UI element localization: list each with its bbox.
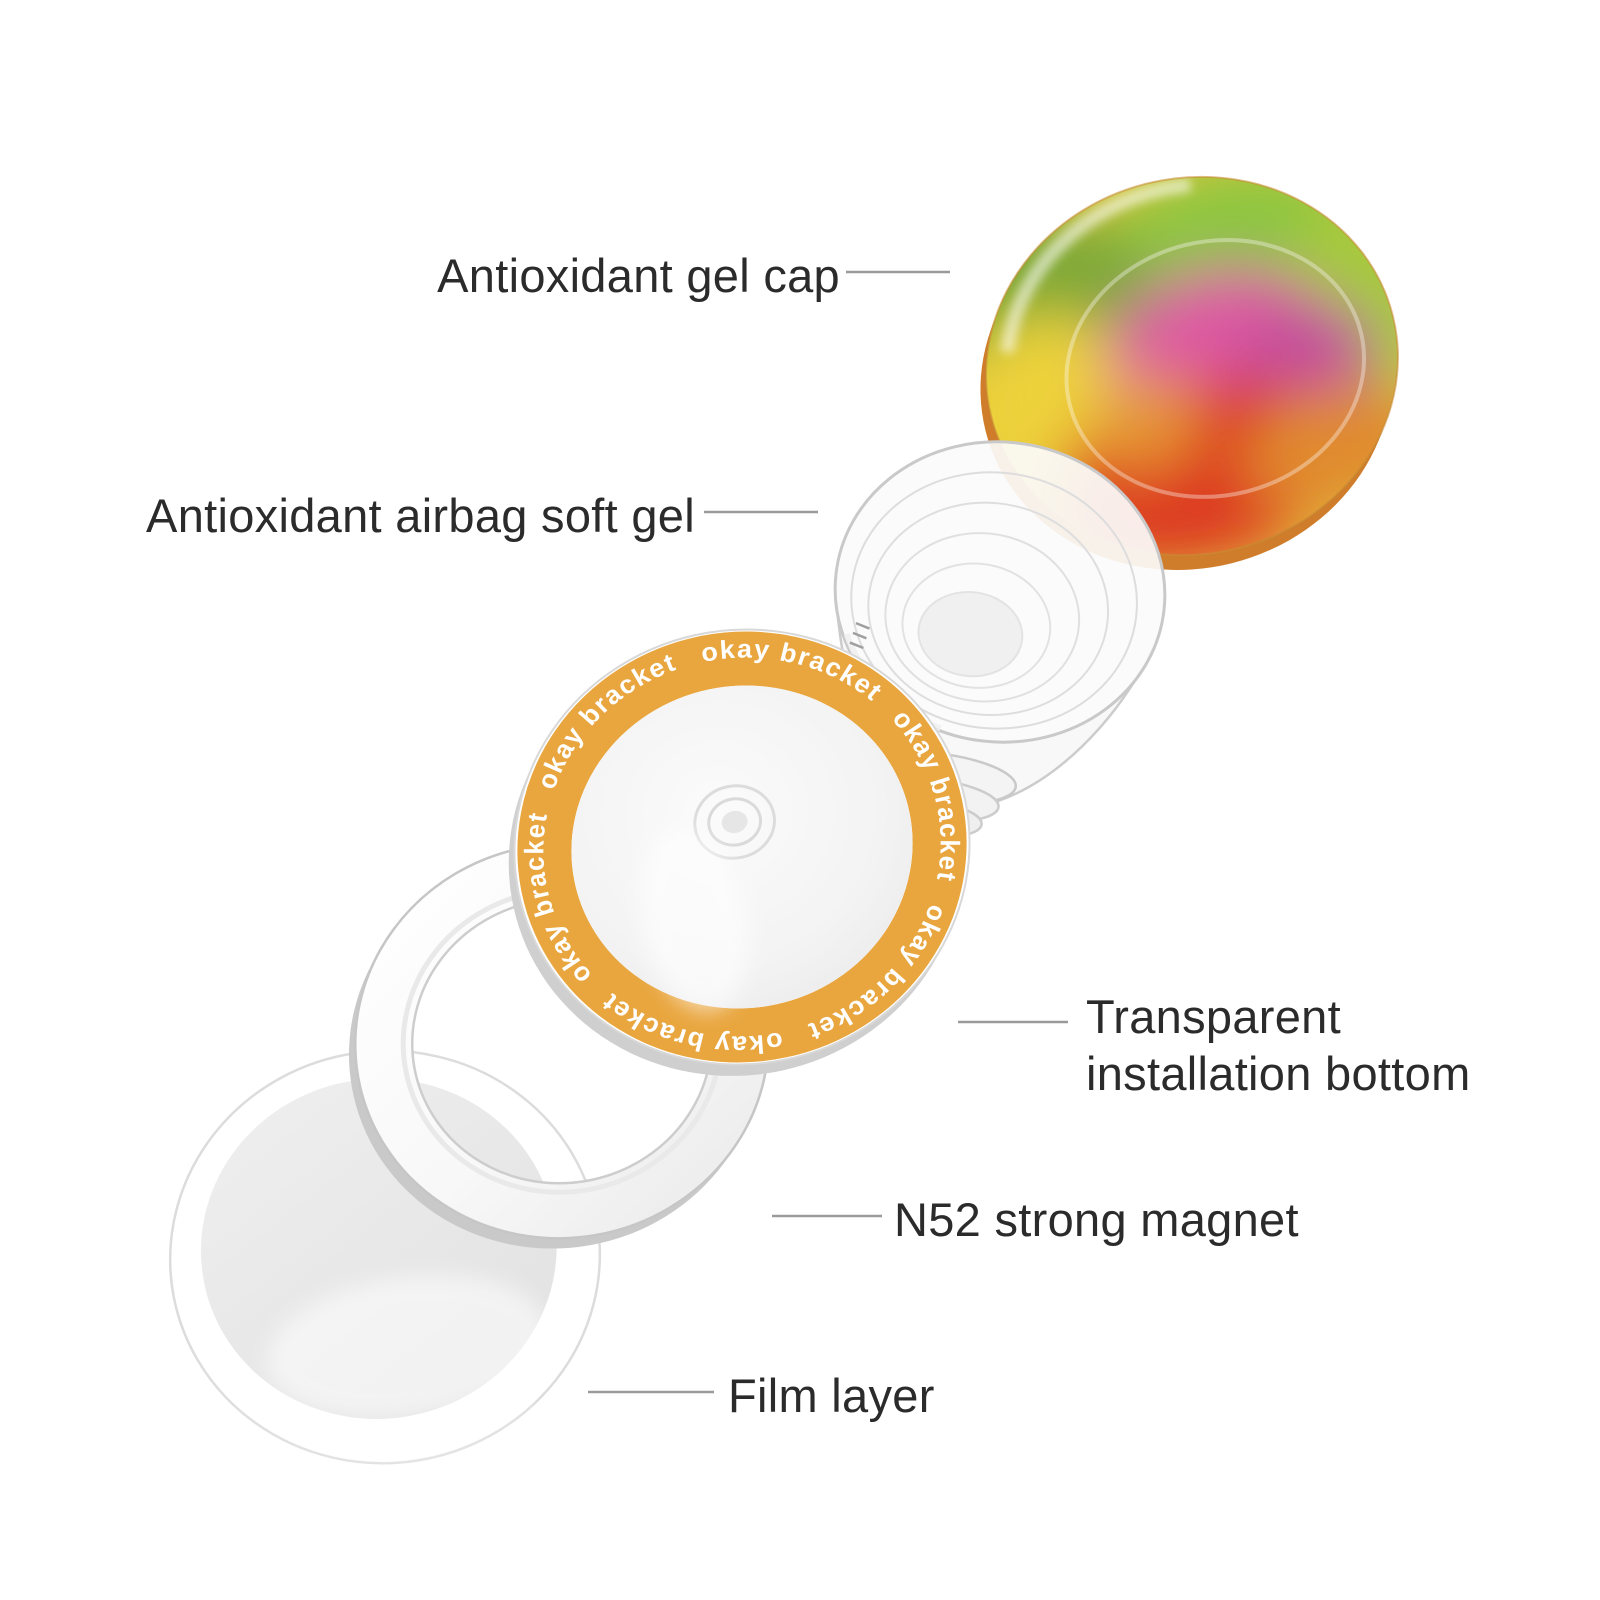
label-gel-cap: Antioxidant gel cap bbox=[437, 249, 840, 302]
label-magnet: N52 strong magnet bbox=[894, 1193, 1299, 1246]
label-airbag: Antioxidant airbag soft gel bbox=[146, 489, 695, 542]
label-install-bottom: Transparent installation bottom bbox=[1086, 990, 1471, 1101]
label-film: Film layer bbox=[728, 1369, 935, 1422]
leader-lines bbox=[588, 270, 1068, 1394]
installation-bottom-graphic: okay bracket okay bracket okay bracket o… bbox=[506, 602, 978, 1092]
